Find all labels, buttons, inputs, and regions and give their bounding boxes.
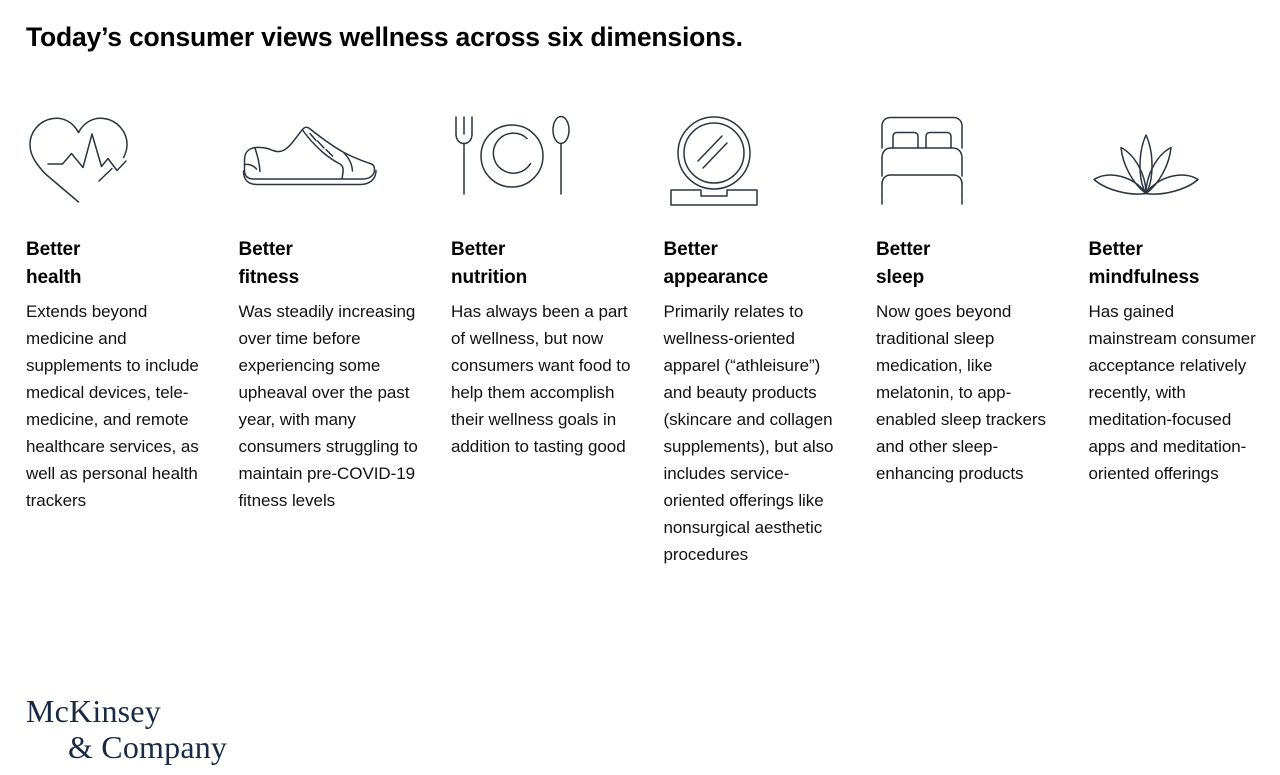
card-body: Primarily relates to wellness-oriented a…: [663, 302, 834, 564]
card-body: Has always been a part of wellness, but …: [451, 302, 631, 456]
card-body: Extends beyond medicine and supplements …: [26, 302, 199, 510]
card-body: Was steadily increasing over time before…: [238, 302, 418, 510]
card-body: Has gained mainstream consumer acceptanc…: [1088, 302, 1256, 483]
card-title: Better fitness: [238, 239, 300, 288]
mirror-icon: [664, 110, 855, 206]
dimension-card-fitness: Better fitness Was steadily increasing o…: [239, 110, 452, 514]
card-title: Better appearance: [663, 239, 769, 288]
card-title: Better health: [26, 239, 82, 288]
card-title: Better mindfulness: [1088, 239, 1200, 288]
lotus-icon: [1089, 110, 1280, 206]
dimension-card-nutrition: Better nutrition Has always been a part …: [451, 110, 664, 460]
heart-pulse-icon: [26, 110, 217, 206]
page-title: Today’s consumer views wellness across s…: [26, 22, 743, 52]
dimension-columns: Better health Extends beyond medicine an…: [26, 110, 1262, 568]
card-title: Better sleep: [876, 239, 931, 288]
bed-icon: [876, 110, 1067, 206]
dimension-card-mindfulness: Better mindfulness Has gained mainstream…: [1089, 110, 1280, 487]
dimension-card-health: Better health Extends beyond medicine an…: [26, 110, 239, 514]
card-body: Now goes beyond traditional sleep medica…: [876, 302, 1046, 483]
logo-line-1: McKinsey: [26, 693, 161, 729]
dimension-card-appearance: Better appearance Primarily relates to w…: [664, 110, 877, 568]
sneaker-icon: [239, 110, 430, 206]
mckinsey-logo: McKinsey & Company: [26, 695, 227, 763]
plate-cutlery-icon: [451, 110, 642, 206]
card-title: Better nutrition: [451, 239, 528, 288]
dimension-card-sleep: Better sleep Now goes beyond traditional…: [876, 110, 1089, 487]
logo-line-2: & Company: [68, 729, 228, 765]
